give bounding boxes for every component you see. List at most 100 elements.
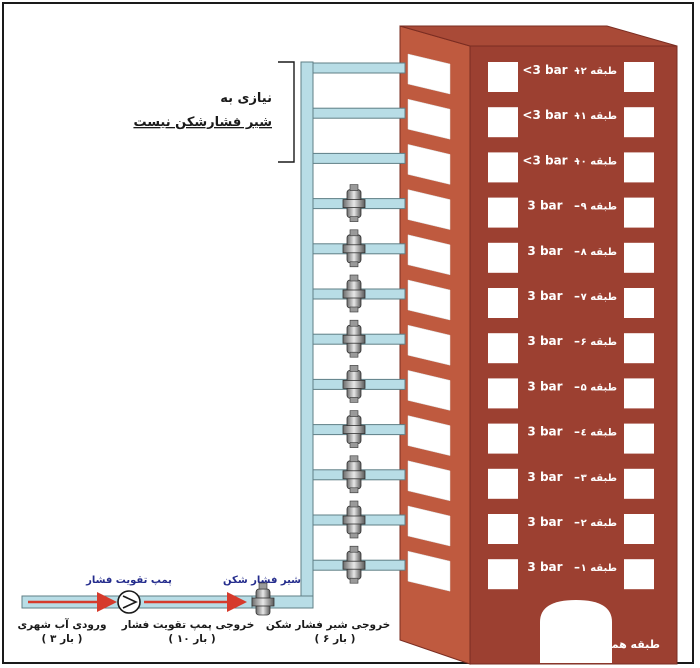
inlet-assembly: پمپ تقویت فشار شیر فشار شکن ورودی آب شهر… — [18, 575, 391, 645]
floor-dash: – — [574, 334, 580, 348]
side-window — [407, 144, 451, 185]
front-window-left — [488, 514, 518, 544]
floor-pressure: 3 bar — [527, 289, 562, 303]
prv-valve-icon — [342, 319, 366, 358]
side-window — [407, 279, 451, 321]
prv-out-label: خروجی شیر فشار شکن — [266, 619, 390, 631]
side-window — [407, 415, 451, 456]
ground-floor-label: طبقه همکف — [592, 638, 660, 651]
front-window-left — [488, 62, 518, 92]
front-window-right — [624, 559, 654, 590]
prv-valve-icon — [342, 410, 366, 448]
floor-pressure: 3 bar — [527, 425, 562, 439]
side-window — [407, 550, 451, 592]
front-window-right — [624, 107, 654, 138]
floor-pressure: <3 bar — [522, 63, 567, 77]
front-window-left — [488, 107, 518, 138]
prv-valve-icon — [342, 545, 366, 584]
entrance-door — [540, 600, 612, 663]
front-window-left — [488, 468, 518, 499]
floor-label: طبقه ۲ — [581, 518, 617, 529]
no-prv-note: نیازی به شیر فشارشکن نیست — [133, 61, 295, 163]
inlet-pressure: ( ۳ بار ) — [42, 633, 83, 645]
front-window-left — [488, 288, 518, 318]
branch-pipe — [312, 107, 406, 119]
prv-valve-icon — [342, 229, 366, 268]
floor-label: طبقه ۷ — [581, 292, 617, 303]
floor-label: طبقه ۵ — [581, 382, 617, 393]
riser-pipe — [300, 61, 314, 606]
floor-label: طبقه ۹ — [581, 202, 617, 213]
side-window — [407, 505, 451, 547]
note-bracket — [278, 61, 295, 163]
front-window-left — [488, 333, 518, 364]
floor-label: طبقه ٤ — [581, 428, 617, 439]
pump-arrow-glyph — [122, 595, 138, 609]
note-line1: نیازی به — [220, 91, 272, 106]
floor-pressure: 3 bar — [527, 244, 562, 258]
floor-label: طبقه ۳ — [581, 473, 617, 484]
floor-pressure: 3 bar — [527, 334, 562, 348]
prv-out-pressure: ( ۶ بار ) — [315, 633, 356, 645]
side-window — [407, 234, 451, 276]
pump-out-label: خروجی پمپ تقویت فشار — [121, 619, 255, 631]
side-window — [407, 98, 451, 140]
side-windows — [407, 53, 451, 592]
floor-dash: – — [574, 108, 580, 122]
floor-dash: – — [574, 425, 580, 439]
floor-dash: – — [574, 515, 580, 529]
front-window-right — [624, 242, 654, 273]
front-window-right — [624, 378, 654, 409]
floor-label: طبقه ۶ — [581, 337, 617, 348]
floor-pressure: 3 bar — [527, 379, 562, 393]
building: طبقه همکف <3 bar–طبقه ۱۲<3 bar–طبقه ۱۱<3… — [399, 25, 678, 665]
floor-dash: – — [574, 379, 580, 393]
side-window — [407, 324, 451, 366]
main-prv-title: شیر فشار شکن — [223, 575, 301, 586]
floor-label: طبقه ۱۲ — [575, 66, 617, 77]
front-window-left — [488, 242, 518, 273]
front-window-left — [488, 152, 518, 183]
floor-pressure: <3 bar — [522, 108, 567, 122]
floor-label: طبقه ۱۰ — [575, 156, 617, 167]
floor-dash: – — [574, 470, 580, 484]
front-windows — [488, 62, 654, 590]
side-window — [407, 370, 451, 411]
floor-labels: <3 bar–طبقه ۱۲<3 bar–طبقه ۱۱<3 bar–طبقه … — [522, 63, 617, 574]
floor-pressure: 3 bar — [527, 515, 562, 529]
prv-valve-icon — [342, 365, 366, 403]
floor-dash: – — [574, 244, 580, 258]
floor-dash: – — [574, 63, 580, 77]
prv-valve-icon — [342, 274, 366, 313]
front-window-left — [488, 559, 518, 590]
front-window-left — [488, 423, 518, 454]
floor-pressure: 3 bar — [527, 560, 562, 574]
floor-label: طبقه ۱۱ — [575, 111, 617, 122]
front-window-left — [488, 378, 518, 409]
prv-valve-icon — [342, 500, 366, 539]
branch-pipe — [312, 152, 406, 164]
note-line2: شیر فشارشکن نیست — [133, 115, 272, 130]
pump-out-pressure: ( ۱۰ بار ) — [168, 633, 215, 645]
prv-valve-icon — [342, 455, 366, 494]
front-window-right — [624, 288, 654, 318]
floor-prv-valves — [342, 184, 366, 584]
front-window-right — [624, 333, 654, 364]
front-window-right — [624, 423, 654, 454]
front-window-right — [624, 468, 654, 499]
floor-dash: – — [574, 153, 580, 167]
floor-pressure: 3 bar — [527, 199, 562, 213]
floor-dash: – — [574, 560, 580, 574]
floor-dash: – — [574, 289, 580, 303]
front-window-left — [488, 197, 518, 228]
side-window — [407, 53, 451, 95]
pump-title: پمپ تقویت فشار — [85, 575, 172, 586]
floor-pressure: <3 bar — [522, 153, 567, 167]
front-window-right — [624, 197, 654, 228]
branch-pipe — [312, 62, 406, 74]
front-window-right — [624, 62, 654, 92]
front-window-right — [624, 152, 654, 183]
side-window — [407, 460, 451, 502]
floor-label: طبقه ۱ — [581, 563, 617, 574]
